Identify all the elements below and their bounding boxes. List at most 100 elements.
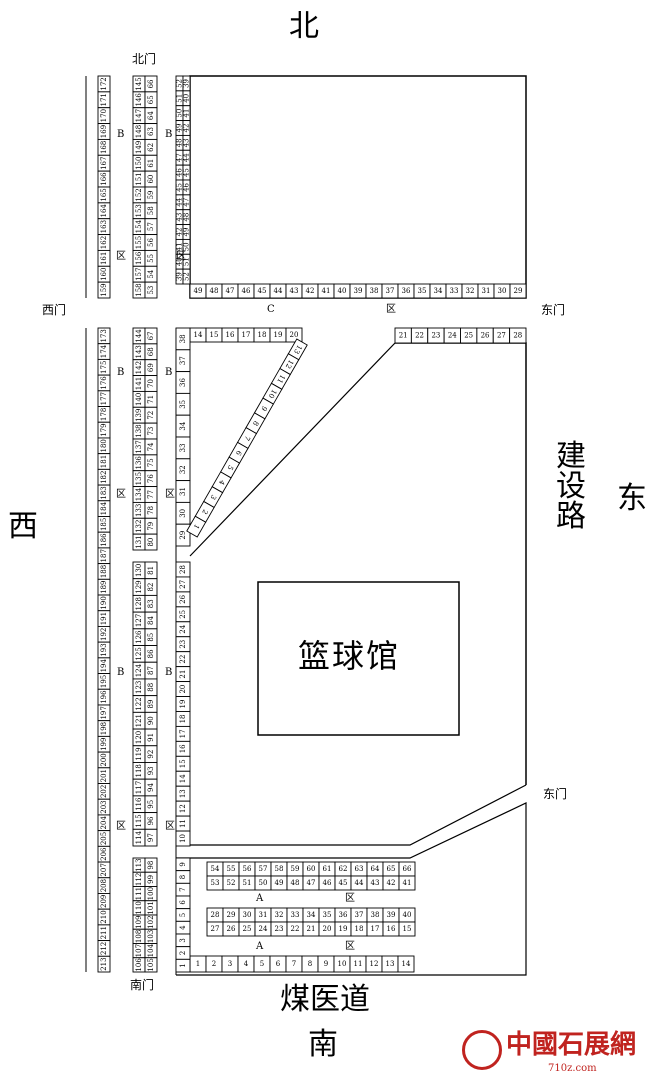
booth-c-north-bottom: 41	[317, 283, 335, 299]
booth-c-north-inner: 49	[183, 224, 191, 240]
booth-b-mid2-up: 131	[132, 533, 146, 551]
booth-number: 162	[100, 236, 108, 249]
booth-number: 33	[450, 287, 459, 295]
booth-b-south2: 111	[132, 886, 146, 902]
booth-number: 1	[192, 523, 201, 531]
booth-number: 20	[290, 331, 299, 339]
booth-b-south2: 113	[132, 857, 146, 873]
booth-number: 18	[355, 925, 364, 933]
booth-c-tri-col: 38	[175, 327, 191, 351]
booth-a-r4: 19	[334, 921, 352, 937]
booth-b-mid3-low: 92	[144, 745, 158, 763]
booth-number: 88	[147, 683, 155, 692]
booth-b-south3: 99	[144, 871, 158, 887]
booth-number: 50	[176, 109, 184, 118]
booth-number: 188	[100, 565, 108, 578]
booth-number: 54	[211, 865, 220, 873]
booth-number: 13	[386, 960, 395, 968]
booth-b-east-low: 17	[175, 725, 191, 742]
booth-number: 110	[135, 901, 143, 914]
watermark-subtext: 710z.com	[548, 1063, 597, 1074]
booth-b-mid2-low: 116	[132, 795, 146, 814]
booth-b-south2: 109	[132, 914, 146, 930]
booth-a-r1: 65	[382, 861, 400, 877]
booth-b-mid2-up: 138	[132, 422, 146, 440]
booth-b-mid3-up: 71	[144, 390, 158, 408]
booth-number: 212	[100, 942, 108, 955]
booth-number: 72	[147, 411, 155, 420]
booth-number: 40	[338, 287, 347, 295]
booth-b-south3: 101	[144, 900, 158, 916]
booth-b-mid3-up: 67	[144, 327, 158, 345]
booth-number: 103	[147, 930, 155, 943]
booth-number: 74	[147, 442, 155, 451]
booth-number: 18	[179, 714, 187, 723]
booth-c-north-bottom: 42	[301, 283, 319, 299]
booth-a-bottom: 5	[253, 955, 271, 973]
booth-b-north-c1: 168	[97, 138, 111, 156]
booth-number: 111	[135, 887, 143, 900]
booth-a-r4: 23	[270, 921, 288, 937]
booth-number: 13	[292, 344, 303, 356]
booth-number: 15	[403, 925, 412, 933]
booth-c-north-bottom: 38	[365, 283, 383, 299]
booth-number: 42	[183, 124, 191, 133]
booth-number: 19	[179, 700, 187, 709]
booth-c-north-bottom: 33	[445, 283, 463, 299]
booth-b-north-c3: 59	[144, 186, 158, 204]
booth-number: 80	[147, 538, 155, 547]
booth-a-r1: 55	[222, 861, 240, 877]
direction-west: 西	[8, 509, 38, 544]
booth-c-tri-top: 17	[237, 327, 255, 343]
booth-a-r1: 56	[238, 861, 256, 877]
booth-number: 3	[228, 960, 232, 968]
booth-number: 21	[179, 670, 187, 679]
booth-number: 47	[183, 198, 191, 207]
booth-b-mid2-up: 137	[132, 438, 146, 456]
booth-a-r3: 36	[334, 907, 352, 923]
booth-number: 22	[415, 332, 424, 340]
booth-b-mid2-low: 128	[132, 594, 146, 613]
booth-number: 167	[100, 157, 108, 170]
booth-c-north-inner: 46	[183, 179, 191, 196]
booth-b-west: 180	[97, 437, 111, 455]
booth-number: 41	[322, 287, 331, 295]
booth-number: 50	[183, 242, 191, 251]
booth-number: 68	[147, 347, 155, 356]
booth-b-west: 188	[97, 563, 111, 580]
booth-c-north-inner: 43	[183, 134, 191, 151]
booth-number: 207	[100, 863, 108, 876]
booth-c-tri-top: 15	[205, 327, 223, 343]
booth-number: 32	[275, 911, 284, 919]
booth-number: 192	[100, 628, 108, 641]
booth-b-west: 179	[97, 421, 111, 439]
booth-a-r3: 30	[238, 907, 256, 923]
booth-number: 5	[225, 464, 234, 472]
booth-c-east-top: 21	[394, 327, 412, 344]
booth-b-east-low: 28	[175, 561, 191, 578]
booth-number: 122	[135, 697, 143, 710]
booth-number: 166	[100, 172, 108, 186]
booth-c-tri-diag: 1	[186, 515, 207, 538]
booth-number: 69	[147, 363, 155, 372]
booth-number: 24	[179, 624, 187, 633]
booth-number: 33	[179, 443, 187, 452]
booth-b-north-c3: 62	[144, 138, 158, 156]
booth-c-north-bottom: 47	[221, 283, 239, 299]
booth-number: 52	[183, 272, 191, 281]
booth-b-north-c2: 152	[132, 186, 146, 204]
booth-number: 84	[147, 615, 155, 624]
booth-b-mid2-up: 144	[132, 327, 146, 345]
booth-number: 142	[135, 361, 143, 374]
basketball-hall	[257, 581, 460, 736]
zone-qu-label: 区	[345, 941, 355, 952]
booth-number: 90	[147, 716, 155, 725]
booth-number: 138	[135, 424, 143, 437]
booth-c-north-inner: 40	[183, 90, 191, 107]
booth-number: 78	[147, 506, 155, 515]
booth-number: 17	[242, 331, 251, 339]
booth-b-north-c3: 64	[144, 107, 158, 125]
booth-b-east-low: 22	[175, 651, 191, 668]
booth-number: 52	[227, 879, 236, 887]
booth-number: 194	[100, 658, 108, 672]
